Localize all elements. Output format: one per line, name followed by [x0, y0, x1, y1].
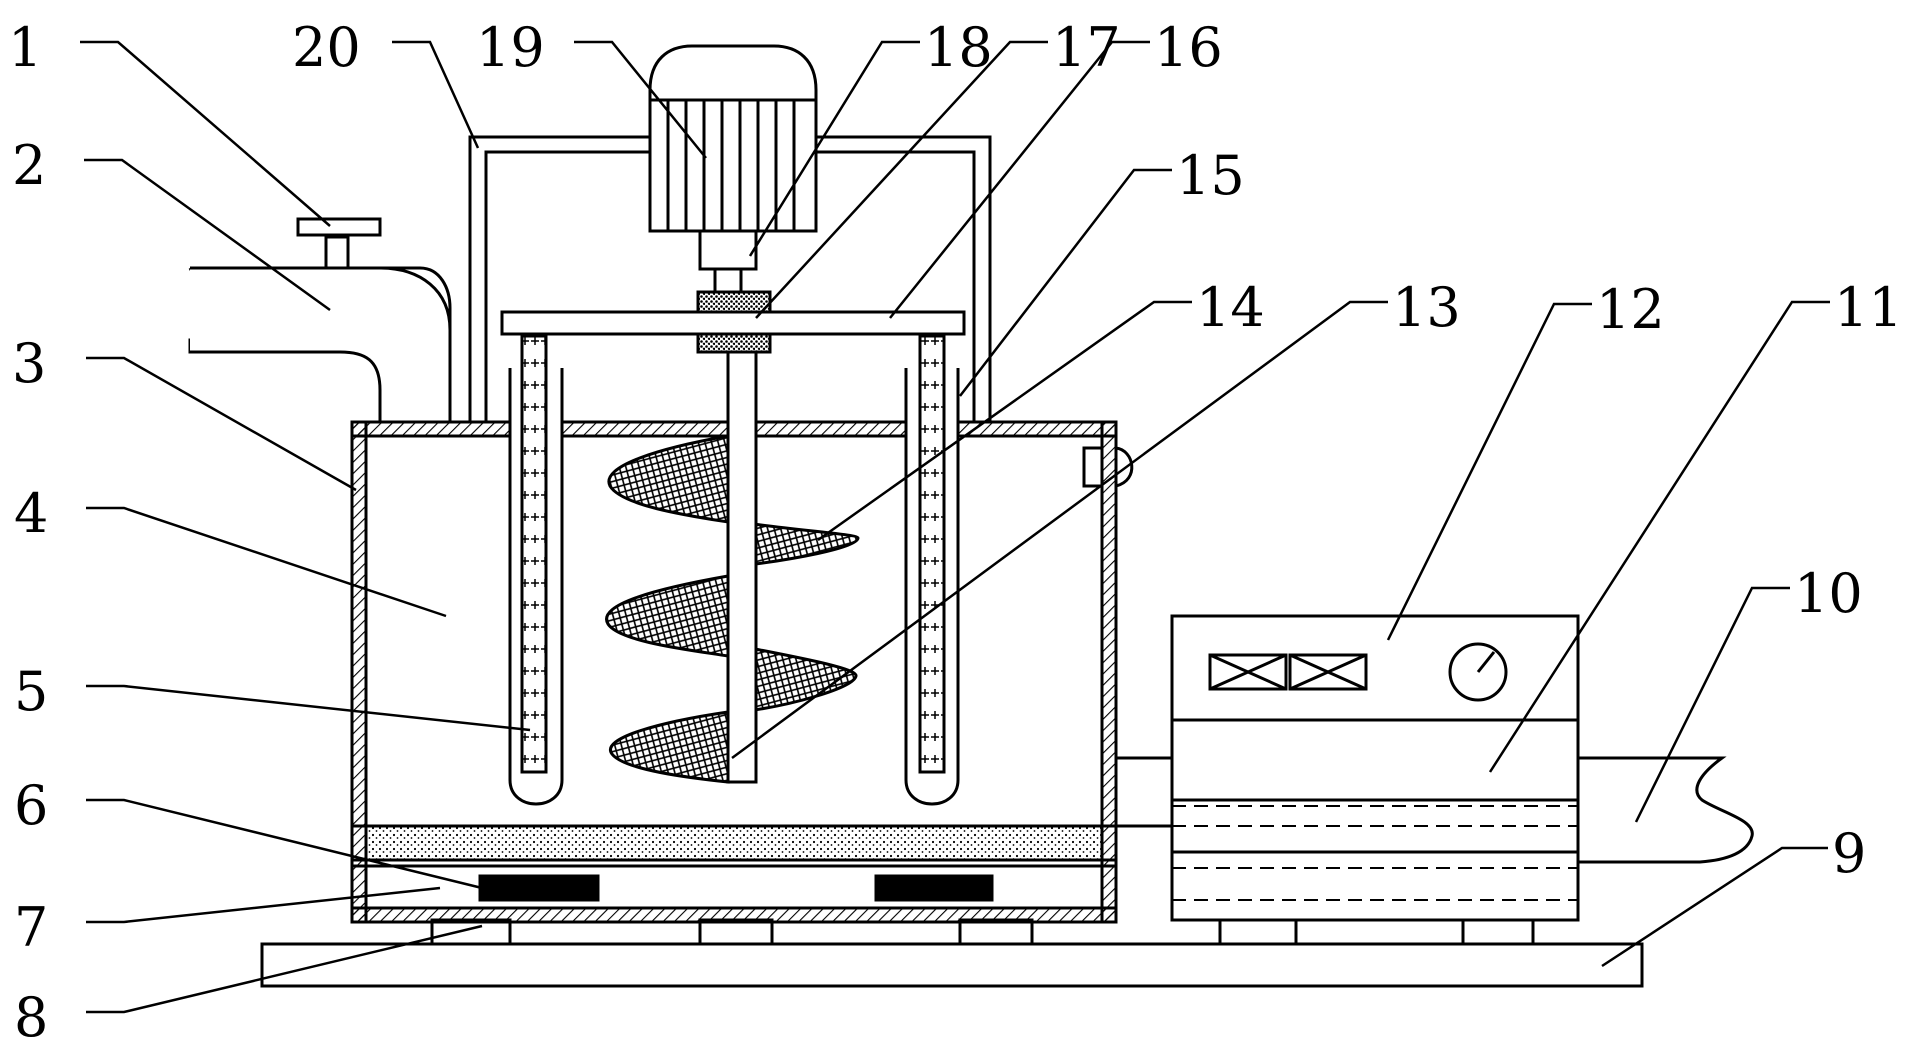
leader-lines [80, 40, 1830, 1014]
connecting-pipes [1116, 756, 1172, 828]
label-19: 19 [476, 16, 545, 79]
machine-drawing [80, 40, 1830, 1014]
label-16: 16 [1154, 16, 1223, 79]
heating-tube-right [904, 334, 960, 806]
support-feet [430, 918, 1535, 946]
label-6: 6 [14, 774, 48, 837]
label-11: 11 [1834, 276, 1903, 339]
label-10: 10 [1794, 562, 1863, 625]
part-labels: 1 2 3 4 5 6 7 8 9 10 11 12 13 14 15 16 1… [8, 16, 1903, 1049]
heating-tube-left [508, 334, 564, 806]
feed-pipe [188, 266, 452, 424]
valve [296, 217, 382, 270]
label-18: 18 [924, 16, 993, 79]
label-20: 20 [292, 16, 361, 79]
label-4: 4 [14, 482, 48, 545]
agitator-shaft [726, 350, 758, 784]
sensor-box [1082, 446, 1134, 488]
gauge-icon [1448, 642, 1508, 702]
label-7: 7 [14, 896, 48, 959]
control-panel-buttons [1208, 653, 1368, 691]
label-2: 2 [12, 134, 46, 197]
filter-screen [352, 824, 1116, 868]
label-8: 8 [14, 986, 48, 1049]
helical-blade [605, 434, 860, 784]
label-13: 13 [1392, 276, 1461, 339]
label-14: 14 [1196, 276, 1265, 339]
label-3: 3 [12, 332, 46, 395]
crossbar [500, 310, 966, 336]
motor [648, 44, 818, 233]
label-9: 9 [1832, 822, 1866, 885]
label-5: 5 [14, 660, 48, 723]
outlet-pipe [1578, 756, 1754, 864]
label-15: 15 [1176, 144, 1245, 207]
label-17: 17 [1052, 16, 1121, 79]
label-12: 12 [1596, 278, 1665, 341]
label-1: 1 [8, 16, 42, 79]
motor-shaft [698, 229, 758, 295]
heater-blocks [478, 874, 994, 902]
base-plate [260, 942, 1644, 988]
